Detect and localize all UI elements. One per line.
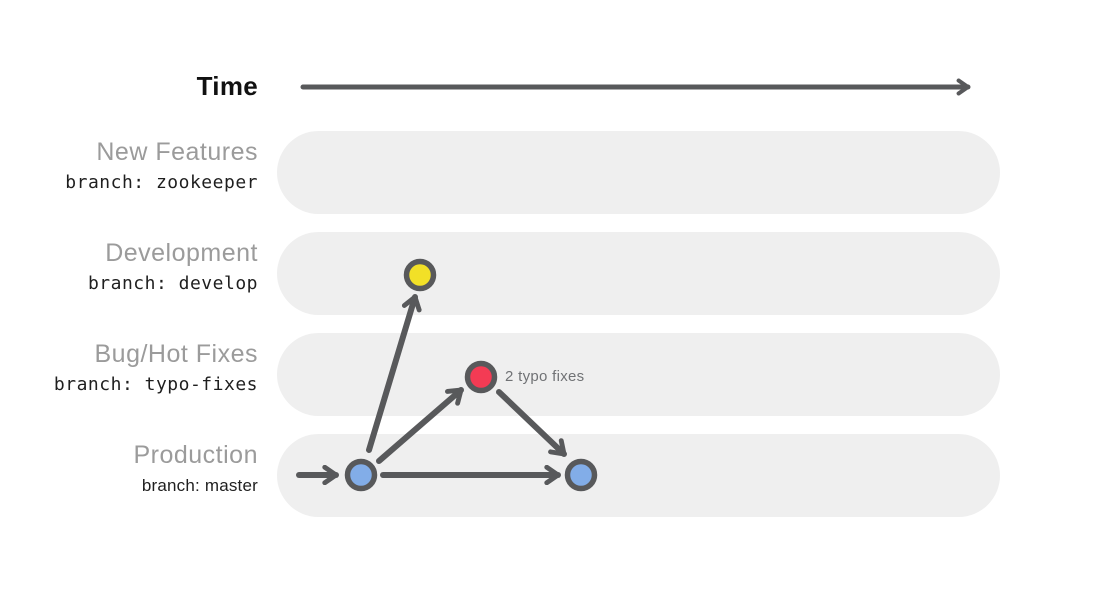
arrow-master-to-typo-fixes <box>376 387 464 464</box>
branch-name-label: branch: zookeeper <box>65 172 258 193</box>
arrow-typo-fixes-to-master <box>496 389 567 457</box>
lane-labels-new-features: New Features branch: zookeeper <box>0 137 258 195</box>
lane-labels-development: Development branch: develop <box>0 238 258 296</box>
lane-title: Development <box>105 239 258 267</box>
lane-labels-bug-hot-fixes: Bug/Hot Fixes branch: typo-fixes <box>0 339 258 397</box>
branch-name-label: branch: typo-fixes <box>53 374 258 395</box>
lane-title: New Features <box>96 138 258 166</box>
branch-name-label: branch: master <box>141 476 258 495</box>
branch-name-label: branch: develop <box>87 273 258 294</box>
typo-fixes-annotation: 2 typo fixes <box>505 368 585 385</box>
commit-node-develop <box>403 258 437 292</box>
lane-title: Bug/Hot Fixes <box>94 340 258 368</box>
commit-node-master-merge <box>564 458 598 492</box>
commit-node-typo-fixes <box>464 360 498 394</box>
arrow-master-to-develop <box>366 294 422 453</box>
lane-labels-production: Production branch: master <box>0 440 258 498</box>
lane-new-features <box>277 131 1000 214</box>
commit-node-master-start <box>344 458 378 492</box>
lane-development <box>277 232 1000 315</box>
lane-title: Production <box>133 441 258 469</box>
time-axis-label: Time <box>196 71 258 101</box>
